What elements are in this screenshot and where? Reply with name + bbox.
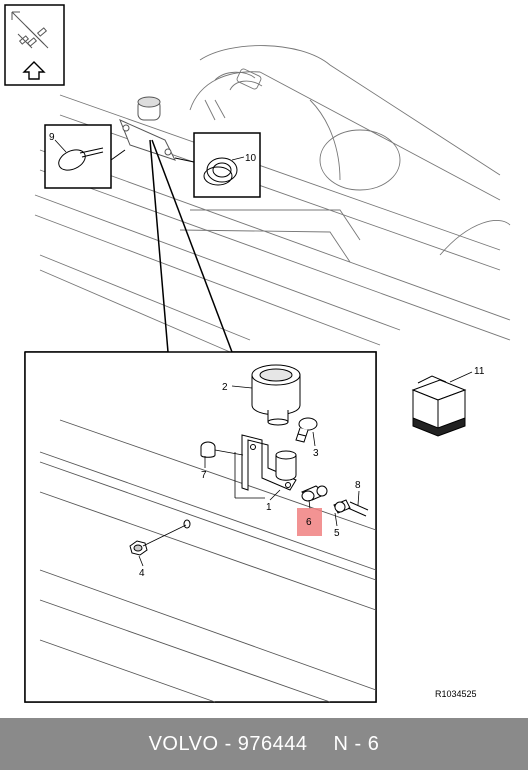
callout-label-10: 10 <box>245 153 257 164</box>
part-5-connector <box>333 499 351 514</box>
reference-code: R1034525 <box>435 689 477 699</box>
overview-sensor <box>119 96 176 161</box>
part-3-bolt <box>295 417 318 443</box>
box-leaders <box>110 149 195 163</box>
callout-label-4: 4 <box>139 568 145 579</box>
callout-label-1: 1 <box>266 502 272 513</box>
highlight-marker-6 <box>297 508 322 536</box>
frame-rails-upper <box>34 94 511 353</box>
callout-label-3: 3 <box>313 448 319 459</box>
detail-rails <box>39 419 377 703</box>
part-7-grommet <box>200 441 216 458</box>
callout-label-6: 6 <box>306 517 312 528</box>
part-11-box: 11 <box>411 366 485 437</box>
part-1-bracket <box>241 434 297 491</box>
part-2-sensor <box>251 364 301 426</box>
parts-diagram: 9 10 <box>4 4 511 703</box>
callout-box-10: 10 <box>193 132 261 198</box>
footer-bar: VOLVO - 976444 N - 6 <box>0 718 528 770</box>
zoom-lines <box>149 139 233 353</box>
part-4-nut <box>129 519 191 556</box>
callout-label-11: 11 <box>474 366 485 377</box>
callout-label-9: 9 <box>49 132 55 143</box>
footer-part-text: VOLVO - 976444 <box>148 732 308 755</box>
callout-label-2: 2 <box>222 382 228 393</box>
detail-leaders <box>138 385 360 567</box>
orientation-icon <box>4 4 65 86</box>
callout-label-8: 8 <box>355 480 361 491</box>
callout-box-9: 9 <box>44 124 112 189</box>
part-8-pipe <box>347 501 369 517</box>
fuel-tank <box>189 45 511 256</box>
footer-page-text: N - 6 <box>333 732 380 755</box>
part-6-fitting <box>301 485 328 502</box>
callout-label-7: 7 <box>201 470 207 481</box>
callout-label-5: 5 <box>334 528 340 539</box>
